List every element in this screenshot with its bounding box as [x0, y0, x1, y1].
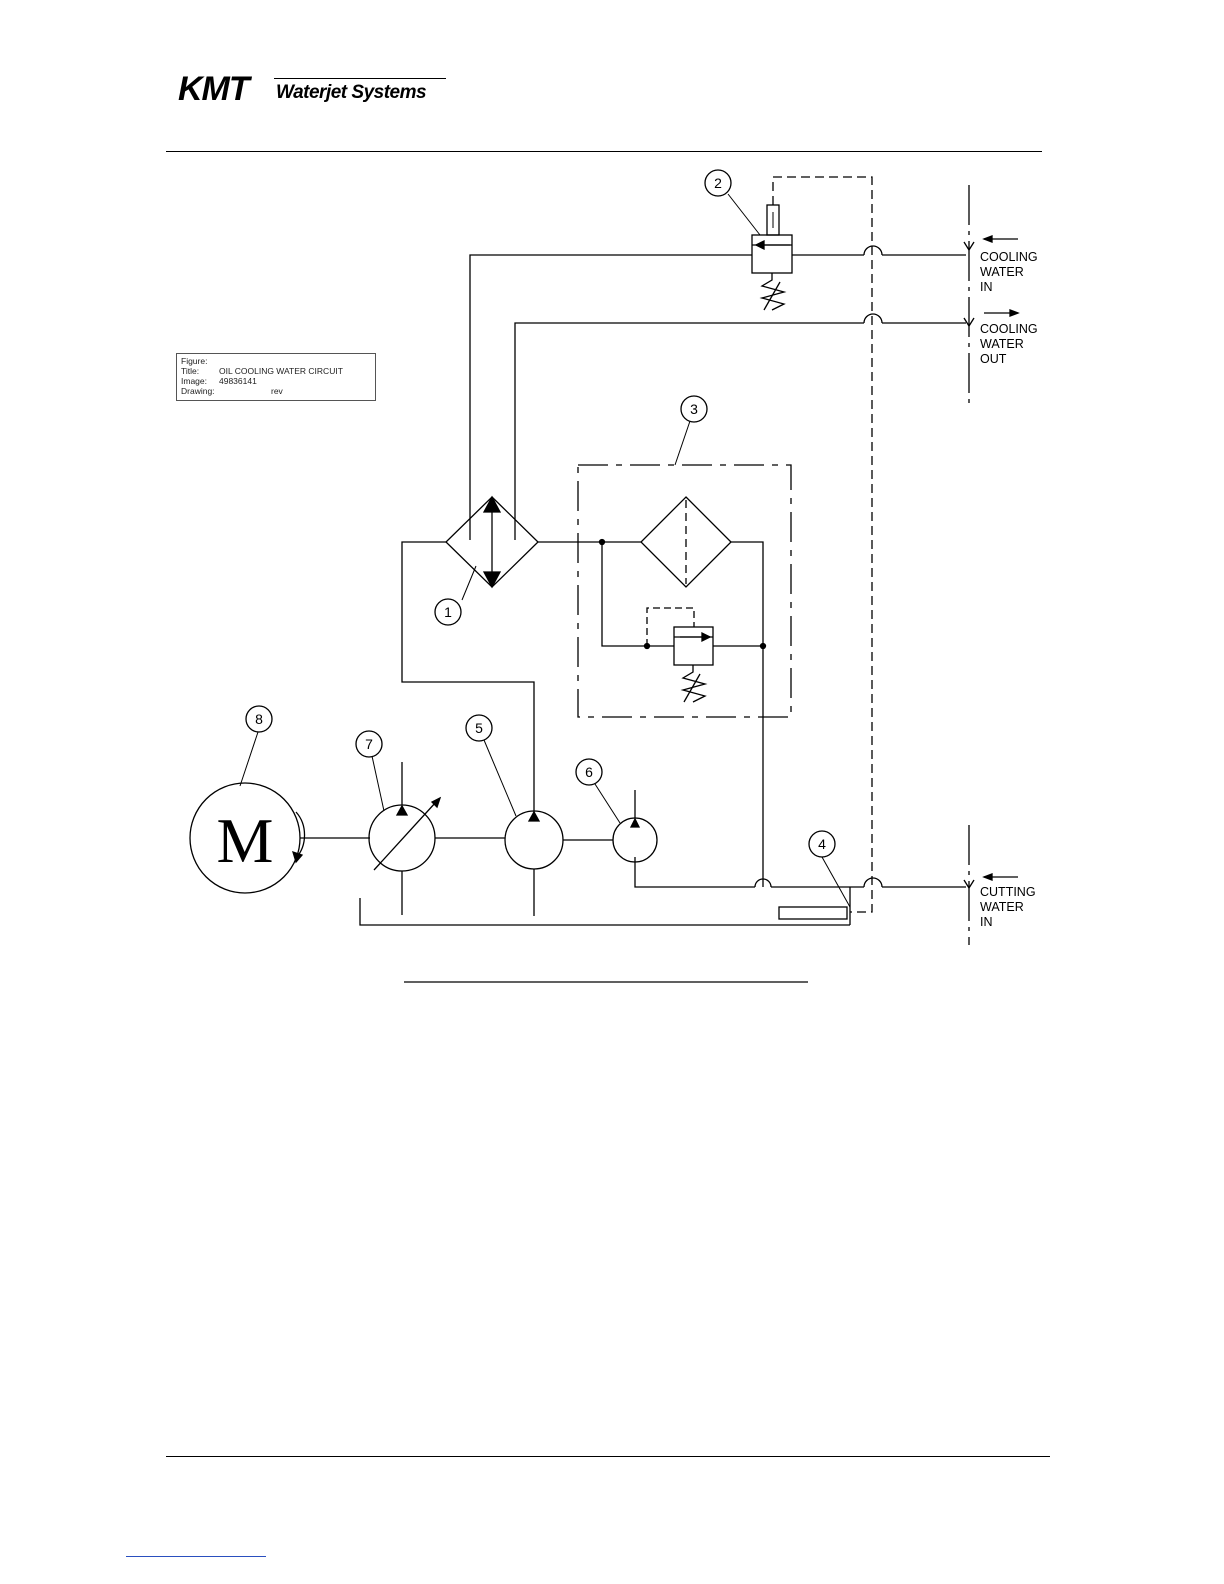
callout-numbers: 1 2 3 4 5 6 7 8	[255, 175, 826, 852]
callout-number-8: 8	[255, 711, 263, 727]
cooling-out-label-3: OUT	[980, 352, 1007, 366]
heat-exchanger	[446, 497, 538, 587]
cutting-in-label-3: IN	[980, 915, 993, 929]
oil-return-lines	[402, 542, 641, 812]
charge-pump	[613, 790, 657, 862]
callout-number-3: 3	[690, 401, 698, 417]
callout-number-5: 5	[475, 720, 483, 736]
reservoir-line	[360, 898, 850, 925]
cooling-in-label-1: COOLING	[980, 250, 1038, 264]
motor-symbol-letter: M	[217, 805, 274, 876]
callout-balloons	[246, 170, 835, 857]
cooling-out-label-2: WATER	[980, 337, 1024, 351]
oil-filter-assembly	[578, 465, 791, 887]
cooling-in-label-3: IN	[980, 280, 993, 294]
callout-number-4: 4	[818, 836, 826, 852]
callout-number-6: 6	[585, 764, 593, 780]
variable-displacement-pump	[369, 762, 440, 915]
callout-leaders	[240, 194, 850, 907]
port-labels: COOLING WATER IN COOLING WATER OUT CUTTI…	[980, 250, 1038, 929]
callout-number-2: 2	[714, 175, 722, 191]
water-regulating-valve	[752, 177, 872, 912]
callout-number-1: 1	[444, 604, 452, 620]
cutting-in-label-1: CUTTING	[980, 885, 1036, 899]
cooling-water-out-line	[515, 314, 966, 540]
cooling-water-in-line	[470, 246, 966, 540]
oil-circulation-pump	[505, 811, 563, 916]
cooling-out-label-1: COOLING	[980, 322, 1038, 336]
callout-number-7: 7	[365, 736, 373, 752]
cutting-water-in-line	[635, 857, 966, 925]
cutting-in-label-2: WATER	[980, 900, 1024, 914]
cooling-in-label-2: WATER	[980, 265, 1024, 279]
